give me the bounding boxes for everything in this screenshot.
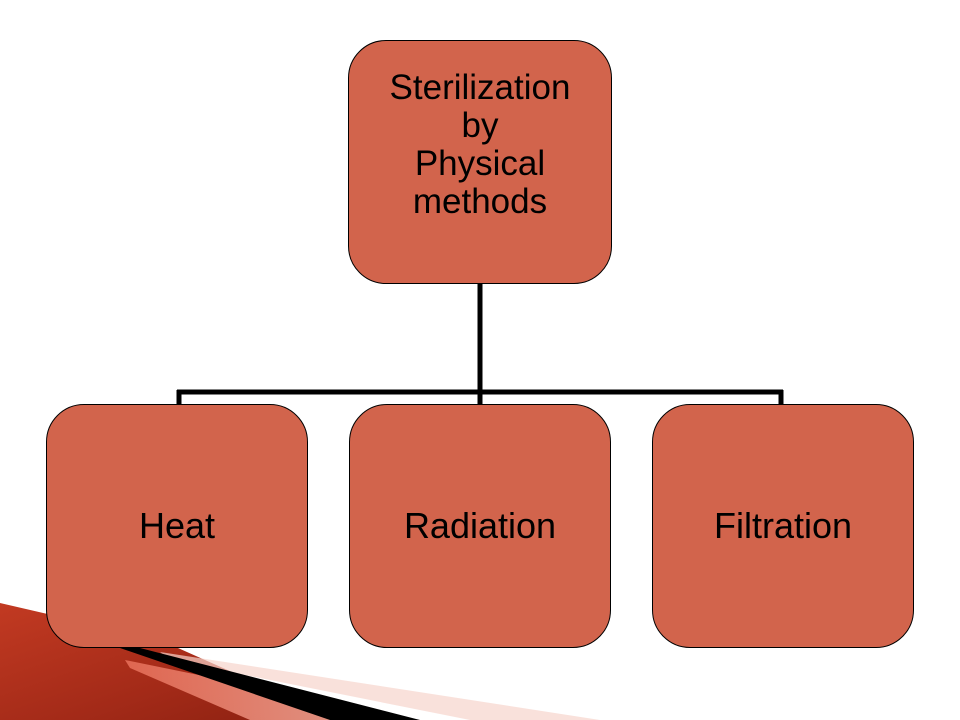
child-node-radiation: Radiation: [349, 404, 611, 648]
child-node-filtration: Filtration: [652, 404, 914, 648]
deco-black-arrow: [120, 648, 420, 720]
child-node-heat: Heat: [46, 404, 308, 648]
child-node-label: Filtration: [713, 505, 853, 547]
child-node-label: Heat: [138, 505, 216, 547]
child-node-label: Radiation: [403, 505, 557, 547]
root-node-sterilization: Sterilization by Physical methods: [348, 40, 612, 284]
deco-light-stripe: [160, 652, 600, 720]
root-node-label: Sterilization by Physical methods: [389, 68, 571, 221]
